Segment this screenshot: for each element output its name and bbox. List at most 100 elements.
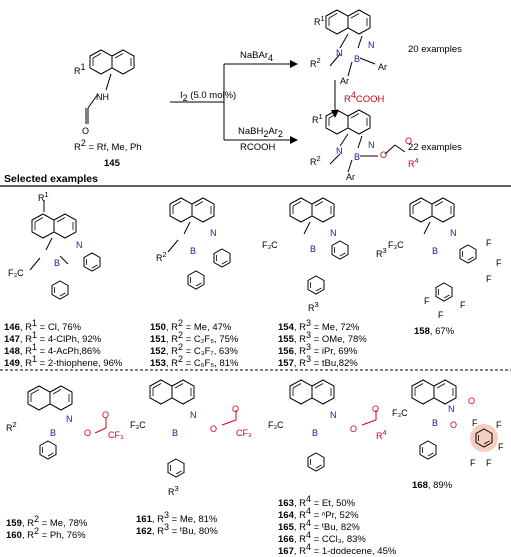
- reagent-rcooh: RCOOH: [240, 142, 276, 153]
- s161-o2: O: [232, 404, 240, 414]
- s161-r3: R3: [168, 484, 179, 497]
- compound-number: 162: [136, 526, 152, 538]
- start-r1-label: R1: [74, 62, 86, 76]
- start-o-label: O: [82, 126, 90, 136]
- compound-number: 152: [150, 346, 166, 358]
- compound-number: 153: [150, 358, 166, 370]
- s158-f3: F: [486, 274, 492, 284]
- s158-b: B: [432, 246, 439, 256]
- compound-yield-164: 164, R4 = ⁿPr, 52%: [278, 506, 359, 522]
- compound-number: 159: [6, 518, 22, 530]
- compound-yield-151: 151, R2 = C₂F₅, 75%: [150, 330, 239, 346]
- examples-bottom: 22 examples: [408, 142, 462, 153]
- s159-o2: O: [102, 410, 110, 420]
- s154-r3a: R3: [376, 246, 387, 259]
- compound-number: 165: [278, 522, 294, 534]
- s150-r2: R2: [156, 250, 167, 263]
- s158-f4: F: [424, 296, 430, 306]
- s163-f3c: F₃C: [268, 420, 284, 430]
- s161-cf3: CF₃: [236, 428, 252, 438]
- s168-o2: O: [468, 396, 476, 406]
- product-bottom-r1: R1: [312, 112, 323, 125]
- compound-number: 168: [412, 480, 428, 491]
- s154-f3c: F₃C: [262, 240, 278, 250]
- product-top-ar2: Ar: [340, 76, 349, 86]
- compound-yield-154: 154, R3 = Me, 72%: [278, 318, 360, 334]
- compound-number: 151: [150, 334, 166, 346]
- compound-yield-165: 165, R4 = ᵗBu, 82%: [278, 518, 360, 534]
- s161-o: O: [210, 424, 218, 434]
- product-bottom-r2: R2: [310, 154, 321, 167]
- compound-yield-152: 152, R2 = C₃F₇, 63%: [150, 342, 238, 358]
- s163-o2: O: [372, 404, 380, 414]
- compound-number: 156: [278, 346, 294, 358]
- product-top: [325, 9, 376, 77]
- product-top-n-amide: N: [336, 48, 343, 58]
- compound-number: 161: [136, 514, 152, 526]
- s163-r4: R4: [376, 428, 387, 441]
- product-bottom: [325, 109, 406, 173]
- structure-168: [411, 379, 498, 460]
- compound-yield-167: 167, R4 = 1-dodecene, 45%: [278, 542, 397, 557]
- section-title: Selected examples: [4, 173, 98, 185]
- compound-yield-156: 156, R3 = iPr, 69%: [278, 342, 358, 358]
- compound-number: 163: [278, 498, 294, 510]
- product-bottom-o2: O: [405, 136, 413, 146]
- structure-150: [167, 197, 231, 290]
- s159-r2: R2: [6, 420, 17, 433]
- compound-yield-163: 163, R4 = Et, 50%: [278, 494, 356, 510]
- s168-f5: F: [472, 418, 478, 428]
- s150-b: B: [190, 246, 197, 256]
- s168-f1: F: [496, 420, 502, 430]
- compound-number: 147: [4, 334, 20, 346]
- product-bottom-r4: R4: [408, 156, 419, 169]
- s158-f6: F: [460, 300, 466, 310]
- compound-number: 148: [4, 346, 20, 358]
- s146-r1: R1: [38, 190, 49, 203]
- compound-yield-162: 162, R3 = ᵗBu, 80%: [136, 522, 218, 538]
- compound-number: 150: [150, 322, 166, 334]
- compound-yield-161: 161, R3 = Me, 81%: [136, 510, 218, 526]
- s168-f2: F: [498, 442, 504, 452]
- compound-number: 167: [278, 546, 294, 557]
- r2-definition: R2 = Rf, Me, Ph: [74, 138, 142, 154]
- compound-yield-158: 158, 67%: [414, 326, 455, 337]
- product-bottom-n: N: [368, 140, 375, 150]
- s146-f3c: F₃C: [8, 268, 24, 278]
- product-bottom-o: O: [380, 150, 388, 160]
- s163-b: B: [312, 428, 319, 438]
- compound-yield-160: 160, R2 = Ph, 76%: [6, 526, 86, 542]
- s168-f3c: F₃C: [392, 408, 408, 418]
- compound-number: 154: [278, 322, 294, 334]
- s168-n: N: [448, 404, 455, 414]
- compound-yield-153: 153, R2 = C₆F₅, 81%: [150, 354, 239, 370]
- s161-b: B: [172, 428, 179, 438]
- product-top-n: N: [368, 40, 375, 50]
- start-nh-label: NH: [96, 92, 109, 102]
- s163-n: N: [330, 410, 337, 420]
- product-top-r1: R1: [314, 14, 325, 27]
- s146-b: B: [54, 258, 61, 268]
- s158-f2: F: [496, 258, 502, 268]
- s168-f4: F: [470, 458, 476, 468]
- compound-number: 149: [4, 358, 20, 370]
- s159-n: N: [66, 414, 73, 424]
- compound-yield-155: 155, R3 = OMe, 78%: [278, 330, 367, 346]
- s158-f1: F: [486, 238, 492, 248]
- compound-number: 155: [278, 334, 294, 346]
- compound-yield-147: 147, R1 = 4-ClPh, 92%: [4, 330, 102, 346]
- product-top-ar1: Ar: [378, 62, 387, 72]
- s150-n: N: [210, 228, 217, 238]
- reagent-nabar4: NaBAr4: [240, 50, 273, 63]
- s154-b: B: [310, 244, 317, 254]
- compound-number: 158: [414, 326, 430, 337]
- s159-cf3: CF₃: [108, 430, 124, 440]
- product-top-r2: R2: [310, 56, 321, 69]
- catalyst-label: I2 (5.0 mol%): [180, 90, 237, 103]
- s154-r3b: R3: [308, 300, 319, 313]
- product-bottom-ar: Ar: [346, 172, 355, 182]
- compound-yield-157: 157, R3 = tBu,82%: [278, 354, 358, 370]
- s168-f3: F: [486, 458, 492, 468]
